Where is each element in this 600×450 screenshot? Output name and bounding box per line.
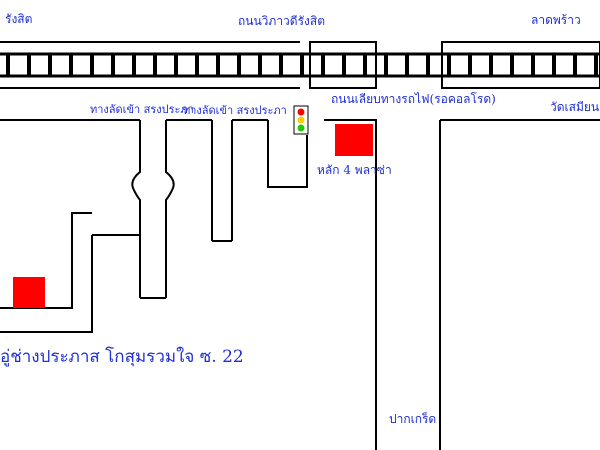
label-vibhavadi-road: ถนนวิภาวดีรังสิต (238, 14, 326, 28)
pak-kret-road-west (324, 119, 377, 450)
destination-marker (13, 277, 45, 308)
road-outlines (0, 41, 600, 89)
railway-ties (6, 54, 598, 76)
label-rangsit: รังสิต (5, 12, 33, 26)
label-lak-si-plaza: หลัก 4 พลาซ่า (317, 163, 392, 177)
ladprao-crossing (441, 41, 600, 89)
street-network (0, 119, 600, 450)
label-shortcut-2: ทางลัดเข้า สรงประภา (183, 104, 287, 117)
shortcut-soi-1-left (131, 120, 141, 298)
label-pak-kret: ปากเกร็ด (389, 412, 437, 426)
railway-track (0, 52, 600, 78)
label-rail-side-road: ถนนเลียบทางรถไฟ(รอคอลโรด) (331, 92, 496, 106)
vibhavadi-crossing (309, 41, 377, 89)
label-destination: อู่ช่างประภาส โกสุมรวมใจ ซ. 22 (0, 347, 244, 367)
destination-lane-south (0, 235, 93, 333)
branch-3 (267, 120, 308, 188)
shortcut-soi-1-right (165, 120, 175, 298)
label-ladprao: ลาดพร้าว (531, 13, 581, 27)
label-shortcut-1: ทางลัดเข้า สรงประภา (90, 103, 194, 116)
label-wat-samian: วัดเสมียน (550, 100, 600, 114)
traffic-light-icon (293, 105, 309, 135)
lak-si-plaza-marker (335, 124, 373, 156)
